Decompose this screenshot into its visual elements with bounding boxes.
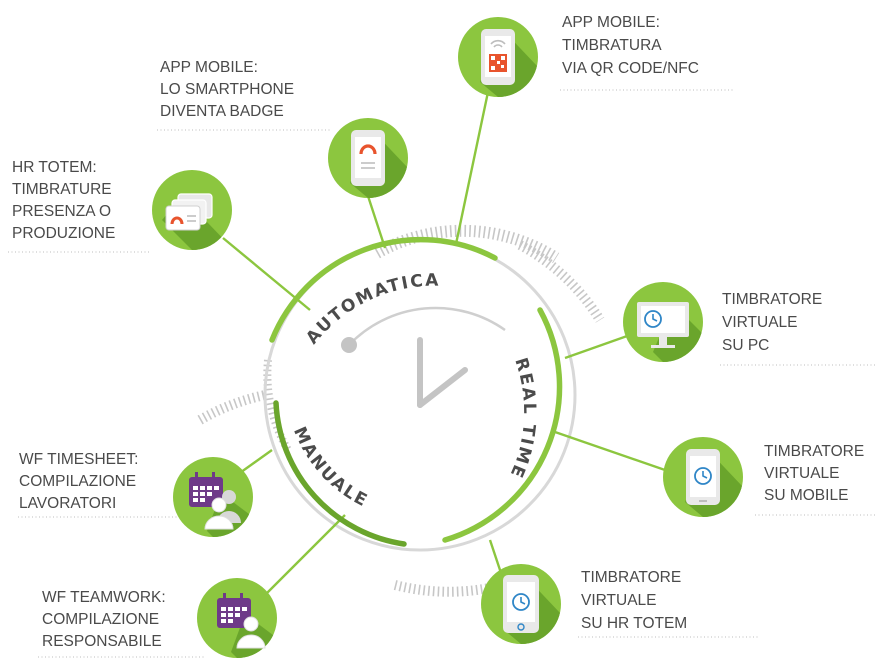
label-virt-totem: TIMBRATORE VIRTUALE SU HR TOTEM <box>581 569 687 632</box>
calendar-users-icon <box>189 472 241 530</box>
label-wf-timesheet: WF TIMESHEET: COMPILAZIONE LAVORATORI <box>19 451 143 512</box>
calendar-user-icon <box>217 593 266 649</box>
section-arcs <box>269 236 563 547</box>
label-app-badge: APP MOBILE: LO SMARTPHONE DIVENTA BADGE <box>160 59 298 120</box>
phone-badge-icon <box>351 130 385 186</box>
node-virt-pc <box>623 282 703 362</box>
node-hr-totem <box>152 170 232 250</box>
label-virt-mobile: TIMBRATORE VIRTUALE SU MOBILE <box>764 443 869 504</box>
phone-qr-icon <box>481 29 515 85</box>
label-hr-totem: HR TOTEM: TIMBRATURE PRESENZA O PRODUZIO… <box>12 159 116 242</box>
section-label-real-time: REAL TIME <box>505 355 539 481</box>
label-wf-teamwork: WF TEAMWORK: COMPILAZIONE RESPONSABILE <box>42 589 170 650</box>
tablet-clock-icon <box>503 575 539 633</box>
label-virt-pc: TIMBRATORE VIRTUALE SU PC <box>722 291 827 354</box>
connectors <box>222 91 666 606</box>
phone-clock-icon <box>686 449 720 505</box>
badge-cards-icon <box>165 193 213 231</box>
node-wf-teamwork <box>197 578 277 658</box>
node-app-qr <box>458 17 538 97</box>
node-wf-timesheet <box>173 457 253 537</box>
node-app-badge <box>328 118 408 198</box>
clock-icon <box>341 306 506 408</box>
label-underlines <box>8 89 877 658</box>
section-label-manuale: MANUALE <box>289 424 372 512</box>
label-app-qr: APP MOBILE: TIMBRATURA VIA QR CODE/NFC <box>562 14 699 77</box>
monitor-clock-icon <box>637 302 689 348</box>
node-virt-totem <box>481 564 561 644</box>
node-virt-mobile <box>663 437 743 517</box>
